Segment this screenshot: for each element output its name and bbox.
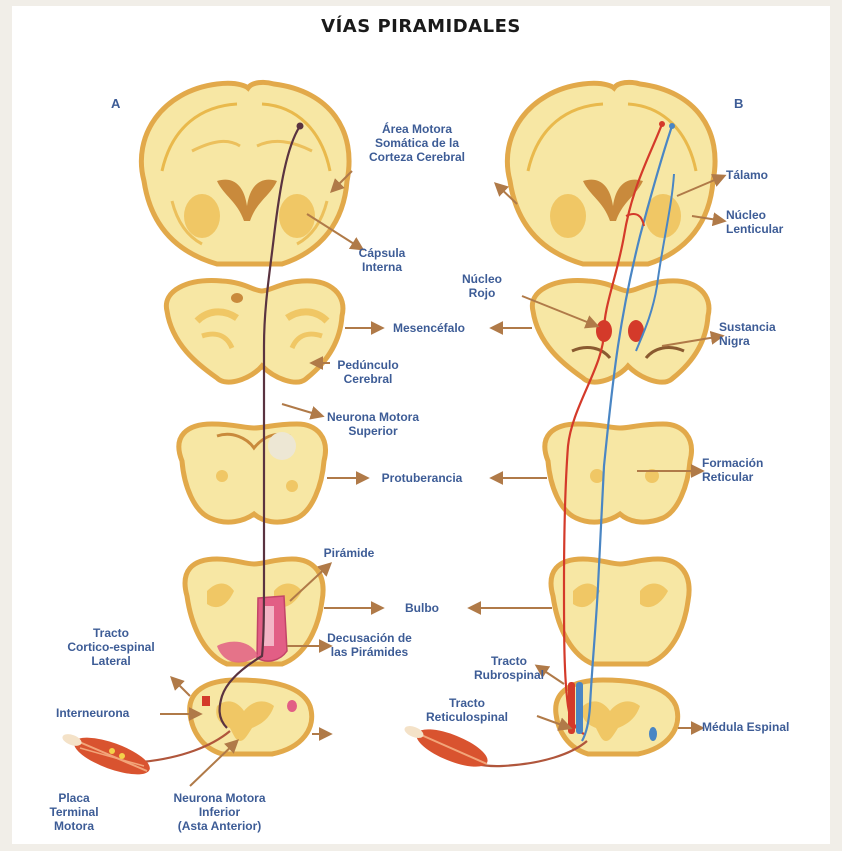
label-capsula-interna: Cápsula Interna <box>342 246 422 274</box>
label-placa-terminal: Placa Terminal Motora <box>34 791 114 833</box>
label-pedunculo-cerebral: Pedúnculo Cerebral <box>328 358 408 386</box>
label-protuberancia: Protuberancia <box>367 471 477 485</box>
label-sustancia-nigra: Sustancia Nigra <box>719 320 809 348</box>
label-tracto-reticulospinal: Tracto Reticulospinal <box>412 696 522 724</box>
panel-letter-a: A <box>111 96 120 111</box>
label-area-motora: Área Motora Somática de la Corteza Cereb… <box>357 122 477 164</box>
label-mesencefalo: Mesencéfalo <box>384 321 474 335</box>
label-tracto-corticoespinal: Tracto Cortico-espinal Lateral <box>46 626 176 668</box>
spinal-cord-section-a <box>190 680 312 754</box>
label-decusacion: Decusación de las Pirámides <box>312 631 427 659</box>
label-neurona-motora-superior: Neurona Motora Superior <box>318 410 428 438</box>
label-medula-espinal: Médula Espinal <box>702 720 822 734</box>
brain-section-b <box>507 82 715 264</box>
label-formacion-reticular: Formación Reticular <box>702 456 802 484</box>
label-nucleo-rojo: Núcleo Rojo <box>442 272 522 300</box>
diagram-page: VÍAS PIRAMIDALES <box>12 6 830 844</box>
pons-section-a <box>179 424 326 522</box>
label-talamo: Tálamo <box>726 168 806 182</box>
motor-end-plate-muscle-a <box>61 730 154 782</box>
label-tracto-rubrospinal: Tracto Rubrospinal <box>464 654 554 682</box>
label-nucleo-lenticular: Núcleo Lenticular <box>726 208 806 236</box>
panel-b-illustration <box>403 82 724 774</box>
label-interneurona: Interneurona <box>56 706 156 720</box>
muscle-b <box>403 722 492 775</box>
label-neurona-motora-inferior: Neurona Motora Inferior (Asta Anterior) <box>162 791 277 833</box>
brain-section-a <box>141 82 349 264</box>
midbrain-section-a <box>166 281 343 383</box>
panel-letter-b: B <box>734 96 743 111</box>
medulla-section-a <box>185 559 323 664</box>
label-piramide: Pirámide <box>314 546 384 560</box>
label-bulbo: Bulbo <box>392 601 452 615</box>
medulla-section-b <box>551 559 689 664</box>
